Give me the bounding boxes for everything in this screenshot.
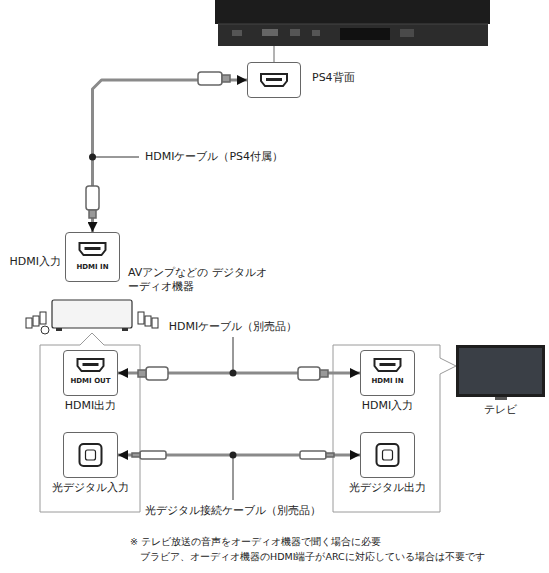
- hdmi-logo: HDMI IN: [371, 378, 403, 385]
- port-box: 光デジタル入力: [63, 432, 118, 478]
- port-box: HDMI入力: [360, 350, 415, 396]
- cable-label: 光デジタル接続ケーブル（別売品）: [143, 504, 323, 517]
- hdmi-port-icon: [64, 351, 117, 395]
- hdmi-port-icon: [248, 63, 300, 97]
- port-box: PS4背面: [247, 62, 301, 98]
- cable-label: HDMIケーブル（別売品）: [167, 320, 299, 333]
- ps4-console: [215, 0, 490, 62]
- port-box: 光デジタル出力: [360, 432, 415, 478]
- device-label: テレビ: [484, 403, 517, 417]
- port-label: HDMI入力: [362, 399, 413, 412]
- port-box: HDMI入力: [65, 232, 120, 282]
- hdmi-logo: HDMI IN: [76, 264, 108, 271]
- optical-port-icon: [64, 433, 117, 477]
- port-label: HDMI出力: [65, 399, 116, 412]
- tv-set: [456, 345, 545, 400]
- tv-callout-panel: [333, 345, 456, 512]
- hdmi-plug: [86, 72, 328, 380]
- port-label: PS4背面: [312, 71, 355, 84]
- amp-callout-panel: [40, 333, 140, 512]
- port-label: 光デジタル出力: [349, 481, 426, 494]
- junction-dot: [89, 154, 237, 459]
- note: ブラビア、オーディオ機器のHDMI端子がARCに対応している場合は不要です: [140, 551, 485, 563]
- hdmi-port-icon: [361, 351, 414, 395]
- port-label: 光デジタル入力: [52, 481, 129, 494]
- port-box: HDMI出力: [63, 350, 118, 396]
- av-amp: [26, 300, 158, 334]
- note: ※ テレビ放送の音声をオーディオ機器で聞く場合に必要: [130, 536, 381, 548]
- device-label: AVアンプなどの デジタルオーディオ機器: [128, 266, 268, 294]
- optical-port-icon: [361, 433, 414, 477]
- hdmi-logo: HDMI OUT: [70, 378, 110, 385]
- cable-label: HDMIケーブル（PS4付属）: [143, 150, 285, 163]
- hdmi-port-icon: [66, 233, 119, 281]
- optical-plug: [132, 451, 334, 459]
- port-label: HDMI入力: [10, 255, 61, 268]
